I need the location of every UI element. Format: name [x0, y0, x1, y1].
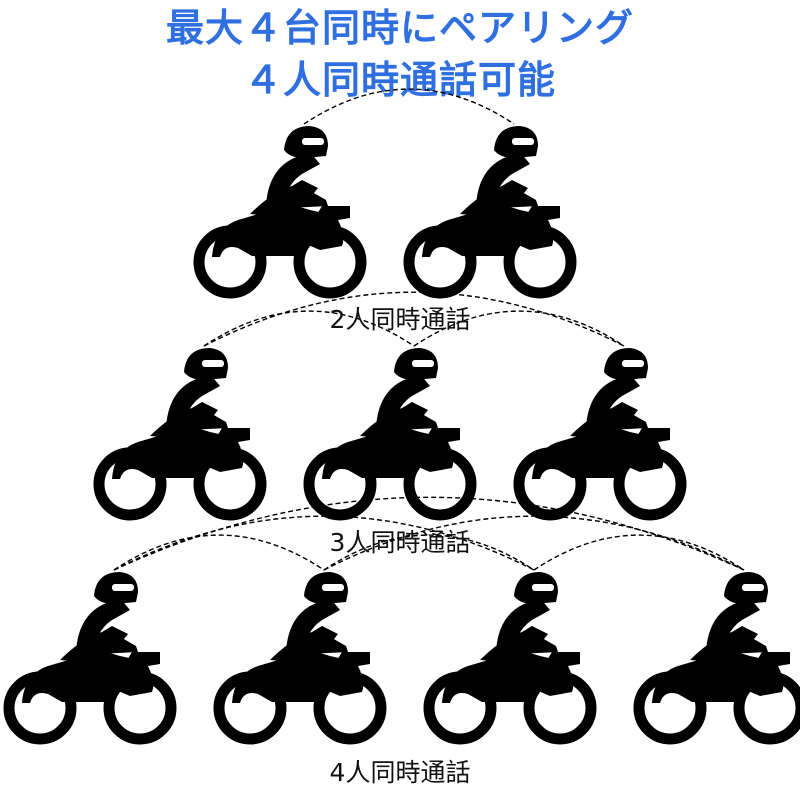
caption-three-riders: 3人同時通話 — [329, 528, 471, 557]
caption-two-riders: 2人同時通話 — [329, 305, 471, 334]
link-arc — [323, 534, 535, 571]
motorcycle-rider-icon — [219, 572, 381, 739]
link-arc — [303, 88, 515, 125]
link-arc — [203, 291, 625, 347]
link-arc — [413, 310, 625, 347]
caption-four-riders: 4人同時通話 — [329, 758, 471, 787]
motorcycle-rider-icon — [429, 572, 591, 739]
motorcycle-rider-icon — [519, 348, 681, 515]
link-arc — [113, 496, 745, 571]
link-arc — [203, 310, 415, 347]
motorcycle-rider-icon — [9, 572, 171, 739]
motorcycle-rider-icon — [309, 348, 471, 515]
motorcycle-rider-icon — [99, 348, 261, 515]
riders — [9, 126, 800, 739]
motorcycle-rider-icon — [639, 572, 800, 739]
link-arc — [113, 534, 325, 571]
motorcycle-rider-icon — [199, 126, 361, 293]
motorcycle-rider-icon — [409, 126, 571, 293]
headline-pairing: 最大４台同時にペアリング — [165, 6, 634, 50]
headline-talk: ４人同時通話可能 — [243, 58, 556, 102]
link-arc — [533, 534, 745, 571]
